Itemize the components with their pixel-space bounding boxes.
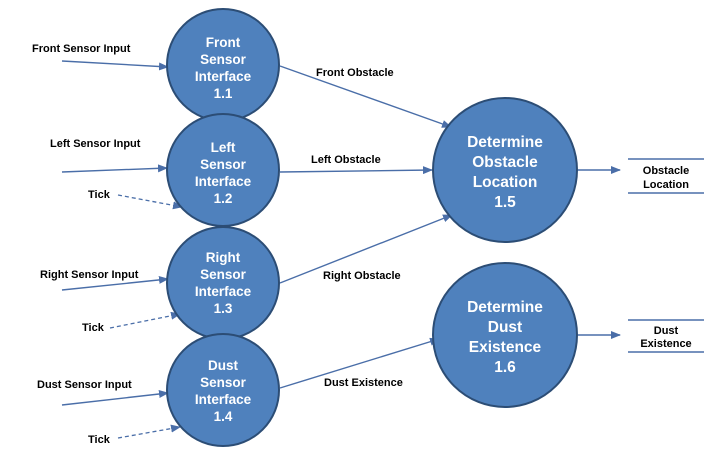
dust-existence-flow: [279, 337, 440, 389]
process-left-line-3: Interface: [195, 174, 252, 189]
label-front-sensor-input: Front Sensor Input: [32, 43, 131, 55]
process-existence-line-2: Dust: [488, 319, 522, 336]
process-dust-line-4: 1.4: [214, 409, 233, 424]
process-left-line-2: Sensor: [200, 157, 247, 172]
process-determine-dust-existence: Determine Dust Existence 1.6: [432, 262, 578, 408]
process-existence-line-1: Determine: [467, 299, 543, 316]
process-dust-line-3: Interface: [195, 392, 252, 407]
process-existence-line-3: Existence: [469, 339, 542, 356]
process-dust-line-2: Sensor: [200, 375, 247, 390]
process-left-sensor-interface: Left Sensor Interface 1.2: [166, 113, 280, 227]
label-left-tick: Tick: [88, 189, 111, 201]
left-input-arrow: [61, 164, 168, 173]
label-right-tick: Tick: [82, 322, 105, 334]
label-front-obstacle: Front Obstacle: [316, 67, 394, 79]
right-obstacle-flow: [279, 214, 453, 284]
process-right-line-1: Right: [206, 250, 241, 265]
process-right-line-2: Sensor: [200, 267, 247, 282]
store-dust-existence-line-2: Existence: [640, 338, 691, 350]
right-input-arrow: [61, 275, 169, 291]
process-front-line-4: 1.1: [214, 86, 233, 101]
process-obstacle-line-4: 1.5: [494, 194, 516, 211]
process-obstacle-line-3: Location: [473, 174, 538, 191]
process-front-sensor-interface: Front Sensor Interface 1.1: [166, 8, 280, 122]
right-tick-arrow: [109, 311, 181, 329]
process-determine-obstacle-location: Determine Obstacle Location 1.5: [432, 97, 578, 243]
label-left-obstacle: Left Obstacle: [311, 154, 381, 166]
store-obstacle-location: Obstacle Location: [628, 158, 704, 194]
left-tick-arrow: [117, 194, 183, 210]
label-right-obstacle: Right Obstacle: [323, 270, 401, 282]
store-obstacle-location-line-2: Location: [643, 179, 689, 191]
process-left-line-4: 1.2: [214, 191, 233, 206]
store-dust-existence-line-1: Dust: [654, 325, 679, 337]
process-obstacle-line-1: Determine: [467, 134, 543, 151]
label-right-sensor-input: Right Sensor Input: [40, 269, 139, 281]
process-dust-sensor-interface: Dust Sensor Interface 1.4: [166, 333, 280, 447]
process-dust-line-1: Dust: [208, 358, 239, 373]
process-left-line-1: Left: [211, 140, 236, 155]
front-input-arrow: [61, 60, 169, 71]
store-dust-existence: Dust Existence: [628, 319, 704, 353]
process-right-line-4: 1.3: [214, 301, 233, 316]
process-obstacle-line-2: Obstacle: [472, 154, 538, 171]
front-obstacle-flow: [279, 65, 452, 128]
label-dust-existence: Dust Existence: [324, 377, 403, 389]
process-right-line-3: Interface: [195, 284, 252, 299]
process-front-line-3: Interface: [195, 69, 252, 84]
dust-input-arrow: [61, 390, 169, 406]
left-obstacle-flow: [279, 166, 433, 175]
process-front-line-1: Front: [206, 35, 241, 50]
dust-tick-arrow: [117, 424, 181, 439]
process-front-line-2: Sensor: [200, 52, 247, 67]
store-obstacle-location-line-1: Obstacle: [643, 165, 689, 177]
label-dust-tick: Tick: [88, 434, 111, 446]
label-dust-sensor-input: Dust Sensor Input: [37, 379, 132, 391]
label-left-sensor-input: Left Sensor Input: [50, 138, 141, 150]
process-existence-line-4: 1.6: [494, 359, 516, 376]
process-right-sensor-interface: Right Sensor Interface 1.3: [166, 226, 280, 340]
